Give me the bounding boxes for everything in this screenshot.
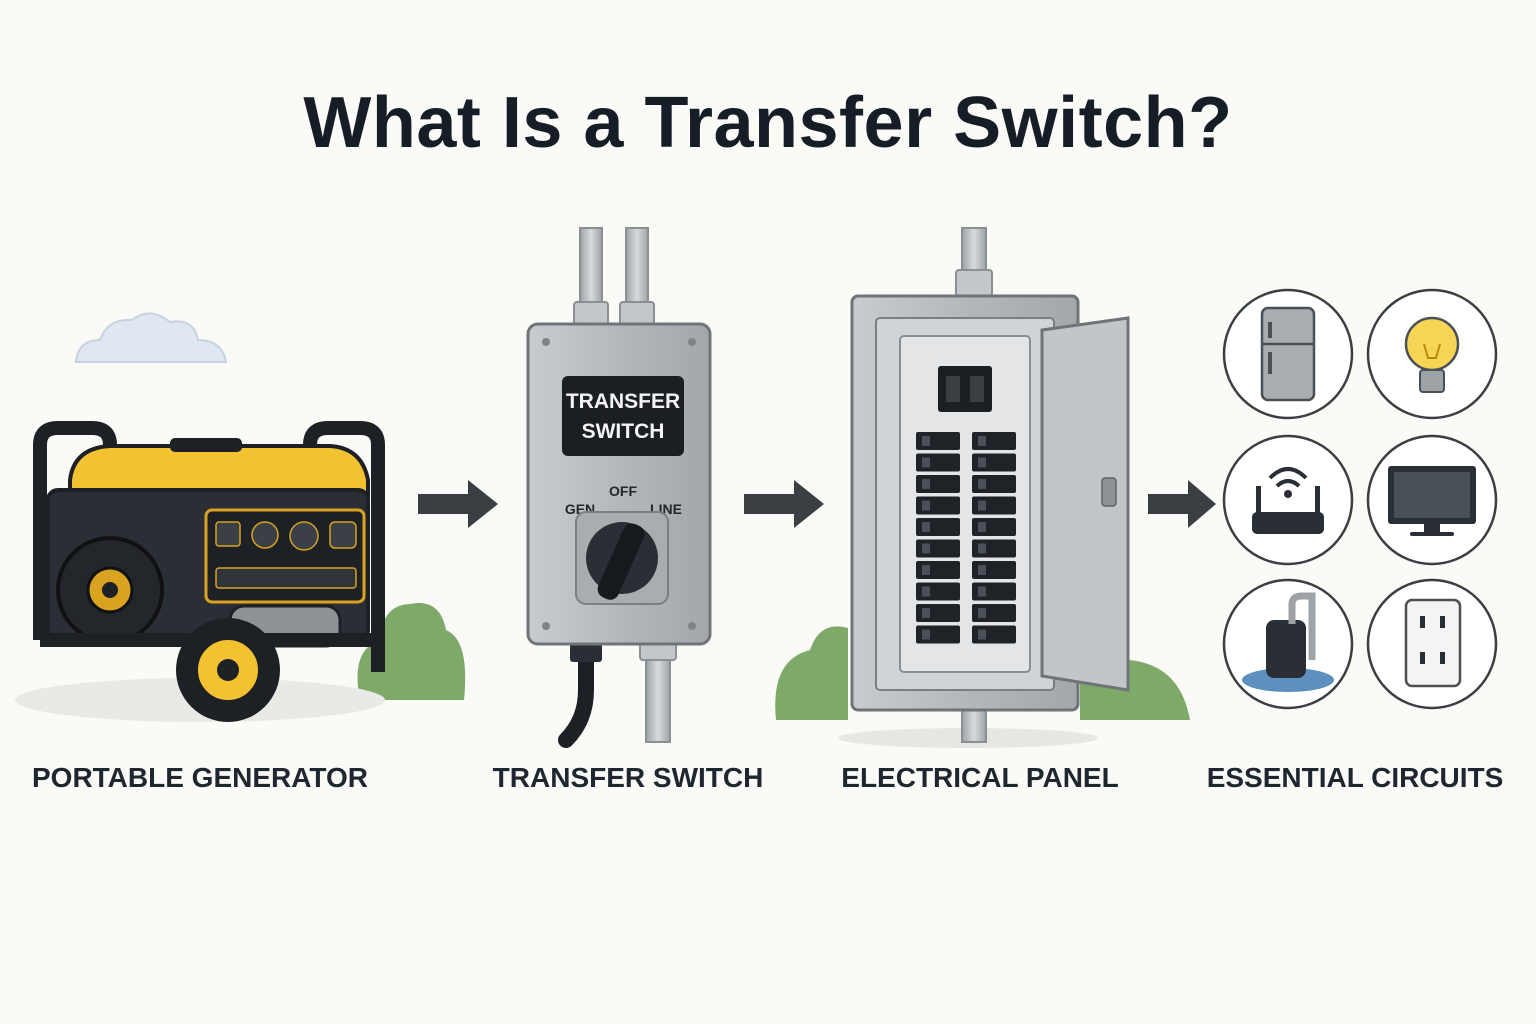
- breaker-toggle-icon: [978, 457, 986, 468]
- breaker-toggle-icon: [922, 608, 930, 618]
- sump-pump-icon: [1242, 592, 1334, 692]
- breaker-toggle-icon: [978, 543, 986, 554]
- breaker-toggle-icon: [978, 500, 986, 511]
- arrow-icon-2: [744, 480, 824, 528]
- breaker-toggle-icon: [922, 500, 930, 511]
- breaker-toggle-icon: [978, 479, 986, 489]
- wall-outlet-icon: [1404, 598, 1462, 688]
- page-title: What Is a Transfer Switch?: [303, 83, 1233, 163]
- label-essential-circuits: ESSENTIAL CIRCUITS: [1206, 762, 1504, 793]
- breaker-toggle-icon: [922, 436, 930, 446]
- switch-plate-line2: SWITCH: [582, 420, 665, 443]
- breaker-toggle-icon: [978, 629, 986, 640]
- breaker-toggle-icon: [978, 522, 986, 532]
- refrigerator-icon: [1260, 306, 1316, 402]
- breaker-toggle-icon: [978, 586, 986, 597]
- arrow-icon-1: [418, 480, 498, 528]
- breaker-toggle-icon: [922, 565, 930, 575]
- breaker-toggle-icon: [922, 629, 930, 640]
- transfer-switch-illustration: TRANSFER SWITCH GEN OFF LINE: [526, 227, 712, 748]
- arrow-icon-3: [1148, 480, 1216, 528]
- wheel-icon: [176, 618, 280, 722]
- essential-circuits-icons: [1222, 288, 1498, 710]
- wifi-router-icon: [1252, 467, 1324, 534]
- label-portable-generator: PORTABLE GENERATOR: [31, 762, 368, 793]
- breaker-toggle-icon: [978, 565, 986, 575]
- selector-knob-icon: [575, 511, 669, 605]
- switch-plate-line1: TRANSFER: [566, 390, 680, 413]
- dial-label-off: OFF: [609, 483, 637, 499]
- cloud-icon: [74, 312, 228, 363]
- portable-generator-illustration: [15, 312, 466, 722]
- label-transfer-switch: TRANSFER SWITCH: [492, 762, 764, 793]
- breaker-toggle-icon: [922, 457, 930, 468]
- breaker-array: [916, 432, 1016, 644]
- breaker-toggle-icon: [922, 543, 930, 554]
- light-bulb-icon: [1404, 316, 1460, 393]
- breaker-toggle-icon: [978, 608, 986, 618]
- breaker-toggle-icon: [978, 436, 986, 446]
- television-icon: [1388, 466, 1476, 536]
- breaker-toggle-icon: [922, 586, 930, 597]
- breaker-toggle-icon: [922, 479, 930, 489]
- label-electrical-panel: ELECTRICAL PANEL: [841, 762, 1119, 793]
- electrical-panel-illustration: [775, 227, 1190, 748]
- breaker-toggle-icon: [922, 522, 930, 532]
